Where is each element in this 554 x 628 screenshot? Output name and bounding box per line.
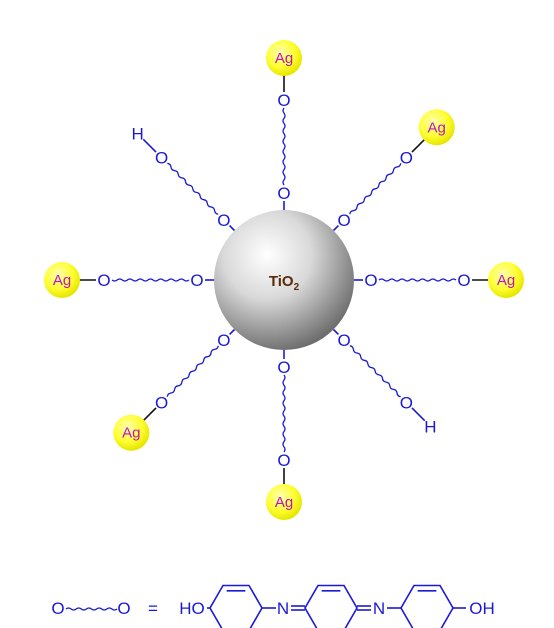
oxygen-atom-inner: O <box>337 211 350 230</box>
oxygen-atom-inner: O <box>364 271 377 290</box>
linker-wavy-line <box>349 163 402 215</box>
silver-particle <box>418 109 455 146</box>
arm-down-right: OOH <box>332 328 437 436</box>
linker-wavy-line <box>282 107 286 186</box>
legend-hydroxyl-right: OH <box>469 599 495 618</box>
silver-label: Ag <box>275 50 293 67</box>
quinoid-ring <box>304 584 358 628</box>
arm-left: O O Ag <box>44 262 214 298</box>
linker-wavy-line <box>378 278 457 282</box>
legend-oxygen-left: O <box>51 599 64 618</box>
arm-up-right: O O Ag <box>332 109 455 232</box>
oxygen-atom-outer: O <box>277 91 290 110</box>
oxygen-hydrogen-bond <box>411 407 426 422</box>
core-oxygen-bond <box>228 328 236 336</box>
linker-wavy-line <box>166 345 219 397</box>
silver-label: Ag <box>275 494 293 511</box>
silver-particle <box>266 484 302 520</box>
silver-particle <box>488 262 524 298</box>
oxygen-atom-inner: O <box>217 331 230 350</box>
oxygen-atom-inner: O <box>217 211 230 230</box>
silver-label: Ag <box>122 425 140 442</box>
oxygen-atom-outer: O <box>277 451 290 470</box>
oxygen-atom-inner: O <box>277 358 290 377</box>
arm-down: O O Ag <box>266 350 302 520</box>
silver-particle <box>266 40 302 76</box>
core-oxygen-bond <box>228 224 236 232</box>
legend-wavy-line <box>65 607 118 611</box>
linker-legend: O O = HO N N OH <box>51 584 495 628</box>
legend-oxygen-right: O <box>117 599 130 618</box>
arm-right: O O Ag <box>354 262 524 298</box>
tio2-core-label: TiO2 <box>269 273 300 293</box>
oxygen-atom-inner: O <box>277 184 290 203</box>
silver-label: Ag <box>53 272 71 289</box>
arm-up-left: OOH <box>131 125 236 232</box>
oxygen-atom-outer: O <box>457 271 470 290</box>
tio2-core-sphere <box>214 210 354 350</box>
arm-down-left: O O Ag <box>113 328 236 451</box>
hydrogen-atom: H <box>424 417 436 436</box>
silver-label: Ag <box>428 119 446 136</box>
linker-wavy-line <box>167 162 219 215</box>
legend-nitrogen-1: N <box>277 599 289 618</box>
benzene-ring-right <box>400 584 454 628</box>
oxygen-silver-bond <box>142 407 157 422</box>
oxygen-atom-inner: O <box>190 271 203 290</box>
hydrogen-atom: H <box>131 125 143 144</box>
oxygen-atom-inner: O <box>337 331 350 350</box>
oxygen-atom-outer: O <box>155 393 168 412</box>
oxygen-atom-outer: O <box>97 271 110 290</box>
legend-nitrogen-2: N <box>373 599 385 618</box>
benzene-ring-left <box>209 584 263 628</box>
linker-wavy-line <box>282 374 286 453</box>
linker-wavy-line <box>349 345 401 398</box>
arm-up: O O Ag <box>266 40 302 210</box>
oxygen-silver-bond <box>411 138 426 153</box>
oxygen-atom-outer: O <box>155 149 168 168</box>
silver-particle <box>113 414 150 451</box>
linker-wavy-line <box>111 278 190 282</box>
core-oxygen-bond <box>332 224 340 232</box>
legend-hydroxyl-left: HO <box>179 599 205 618</box>
legend-equals: = <box>148 599 158 618</box>
oxygen-atom-outer: O <box>400 149 413 168</box>
oxygen-hydrogen-bond <box>142 138 157 153</box>
silver-label: Ag <box>497 272 515 289</box>
silver-particle <box>44 262 80 298</box>
oxygen-atom-outer: O <box>400 393 413 412</box>
core-oxygen-bond <box>332 328 340 336</box>
